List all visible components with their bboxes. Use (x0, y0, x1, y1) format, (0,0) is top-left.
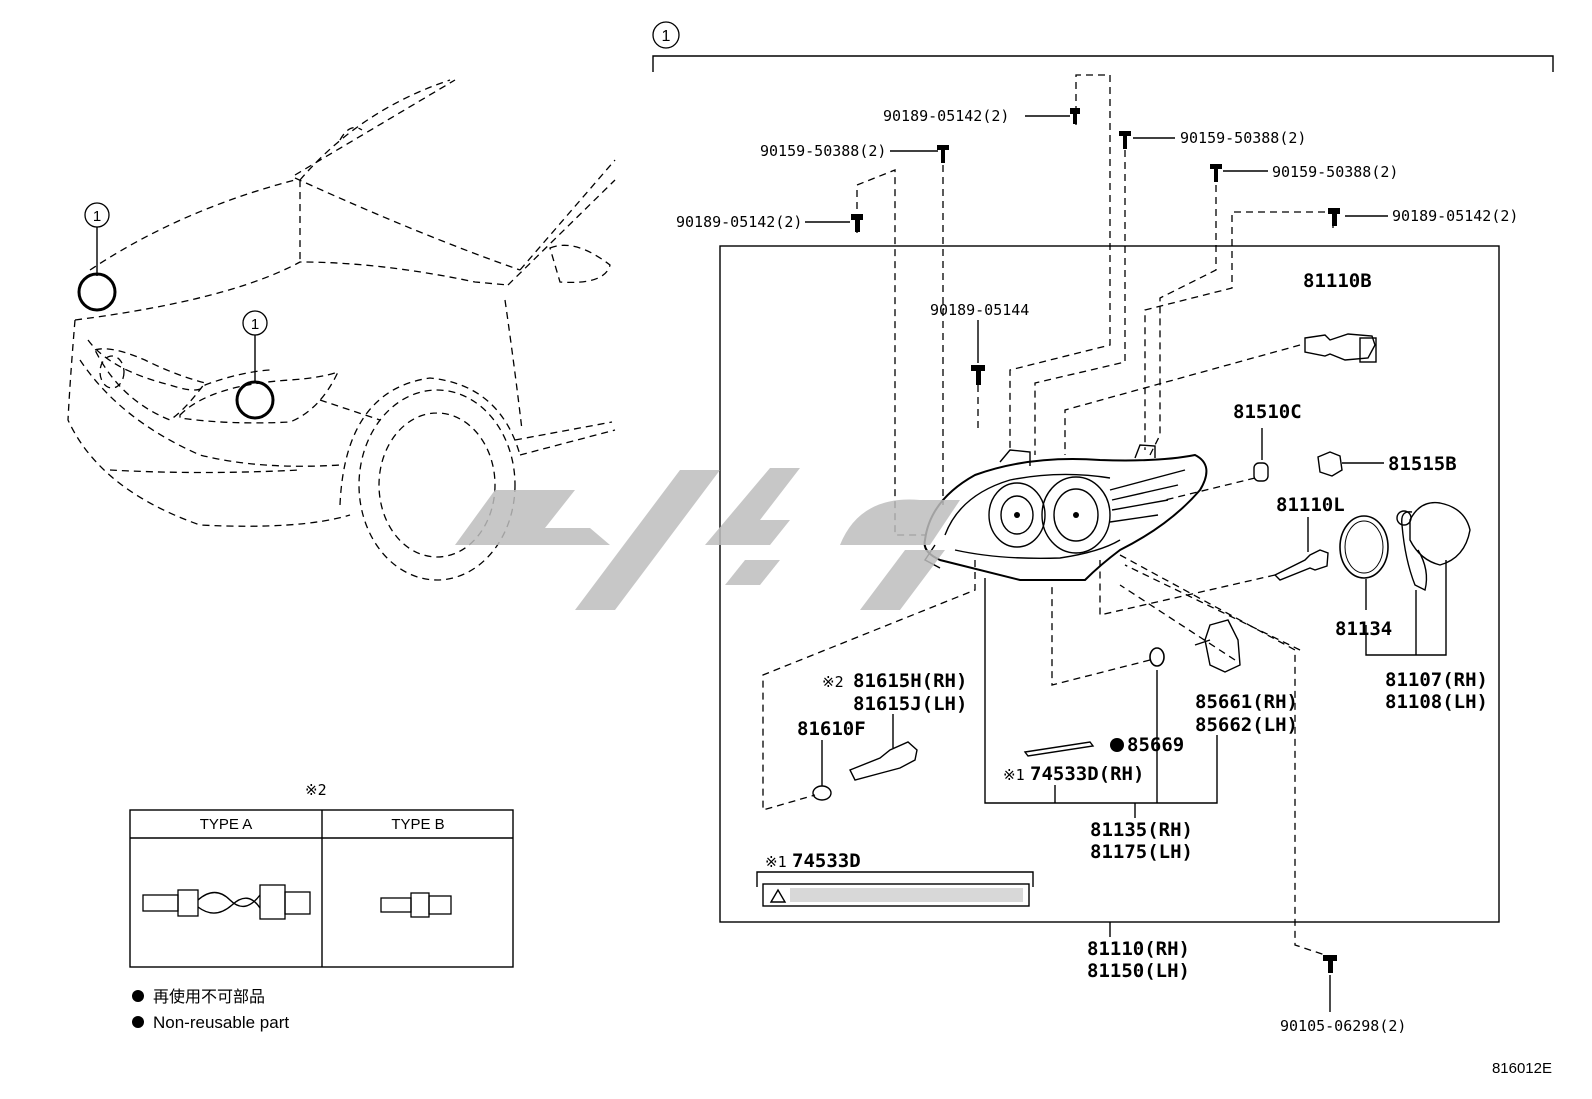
part-label: 81175(LH) (1090, 841, 1193, 863)
note-mark: ※1 (1003, 766, 1025, 784)
part-label: 90189-05142(2) (883, 107, 1009, 125)
note-mark: ※2 (822, 673, 844, 691)
type-table-mark: ※2 (305, 781, 327, 799)
type-b-socket-drawing (380, 892, 452, 918)
oring-85669-drawing (1051, 585, 1165, 686)
actuator-85661-drawing (1119, 564, 1301, 673)
type-a-header: TYPE A (200, 816, 253, 833)
watermark-logo (455, 468, 960, 610)
legend-line-ja: 再使用不可部品 (153, 988, 265, 1006)
fastener-leaders (805, 74, 1388, 536)
car-overview: 1 1 (67, 79, 616, 581)
part-label: 81135(RH) (1090, 819, 1193, 841)
socket-81515b-drawing (1317, 451, 1384, 477)
label-74533d-drawing (1023, 741, 1095, 757)
legend: 再使用不可部品 Non-reusable part (132, 988, 289, 1032)
part-label: 81110B (1303, 270, 1372, 292)
part-label: 81134 (1335, 618, 1392, 640)
cover-81107-drawing (1365, 501, 1471, 656)
bulb-81110l-drawing (1099, 517, 1329, 616)
non-reusable-marker (1110, 738, 1124, 752)
part-label: 81615H(RH) (853, 670, 967, 692)
callout-marker-lower: 1 (235, 310, 275, 420)
part-label: 85662(LH) (1195, 714, 1298, 736)
assembly-callout-number: 1 (662, 28, 671, 45)
type-table: ※2 TYPE A TYPE B (129, 781, 514, 968)
part-label: 81510C (1233, 401, 1302, 423)
callout-number: 1 (93, 208, 101, 225)
socket-81615h-drawing (849, 714, 918, 781)
assembly-bracket: 1 (652, 21, 1554, 72)
type-a-socket-drawing (142, 884, 311, 920)
part-label: 81107(RH) (1385, 669, 1488, 691)
part-label: 90159-50388(2) (1272, 163, 1398, 181)
headlamp-assembly-drawing (923, 444, 1208, 581)
part-label: 90189-05144 (930, 301, 1029, 319)
part-label: 81110(RH) (1087, 938, 1190, 960)
strip-74533d-drawing (756, 871, 1034, 907)
legend-line-en: Non-reusable part (153, 1013, 289, 1032)
reference-code: 816012E (1492, 1060, 1552, 1077)
part-label: 90159-50388(2) (760, 142, 886, 160)
callout-marker-upper: 1 (77, 202, 117, 312)
screw-90105-drawing (1119, 554, 1337, 1012)
bulb-81110b-drawing (1064, 333, 1377, 455)
part-label: 90189-05142(2) (676, 213, 802, 231)
note-mark: ※1 (765, 853, 787, 871)
part-label: 85669 (1127, 734, 1184, 756)
part-label: 81615J(LH) (853, 693, 967, 715)
part-label: 74533D (792, 850, 861, 872)
part-label: 74533D(RH) (1030, 763, 1144, 785)
bracket-81135 (984, 578, 1218, 818)
leader-lower-left (762, 560, 976, 811)
bulb-81510c-drawing (1164, 428, 1269, 501)
type-b-header: TYPE B (391, 816, 444, 833)
part-label: 81610F (797, 718, 866, 740)
part-label: 90189-05142(2) (1392, 207, 1518, 225)
part-label: 90105-06298(2) (1280, 1017, 1406, 1035)
part-label: 85661(RH) (1195, 691, 1298, 713)
part-label: 81515B (1388, 453, 1457, 475)
callout-number: 1 (251, 316, 259, 333)
bulb-81610f-drawing (812, 740, 832, 801)
part-label: 81108(LH) (1385, 691, 1488, 713)
ring-81134-drawing (1339, 515, 1389, 610)
part-label: 90159-50388(2) (1180, 129, 1306, 147)
part-label: 81150(LH) (1087, 960, 1190, 982)
part-label: 81110L (1276, 494, 1345, 516)
